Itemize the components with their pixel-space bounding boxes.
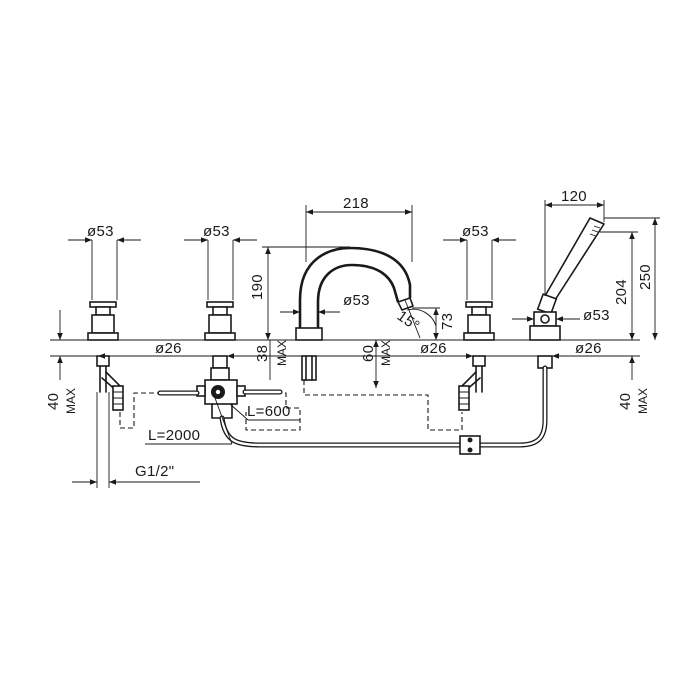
label-height-204: 204 xyxy=(613,279,630,305)
label-height-73: 73 xyxy=(439,313,456,330)
diverter-valve xyxy=(196,301,246,419)
label-width-120: 120 xyxy=(561,188,587,205)
label-angle-15: 15° xyxy=(394,307,423,334)
label-depth-40-right: 40 xyxy=(617,393,634,410)
label-max-38: MAX xyxy=(275,340,289,366)
label-dia26-mid: ø26 xyxy=(420,340,447,357)
hand-shower xyxy=(529,217,605,369)
label-dia53-shower: ø53 xyxy=(583,307,610,324)
label-dia26-left: ø26 xyxy=(155,340,182,357)
label-thread: G1/2" xyxy=(135,463,174,480)
deck-line xyxy=(50,339,640,357)
label-depth-38: 38 xyxy=(254,345,271,362)
label-dia53-left: ø53 xyxy=(87,223,114,240)
label-hose-600: L=600 xyxy=(247,403,291,420)
flex-hose xyxy=(157,365,548,455)
label-height-190: 190 xyxy=(249,274,266,300)
central-spout xyxy=(295,246,437,381)
supply-hoses xyxy=(119,380,463,431)
label-depth-60: 60 xyxy=(360,345,377,362)
label-dia53-second: ø53 xyxy=(203,223,230,240)
label-hose-2000: L=2000 xyxy=(148,427,200,444)
label-width-218: 218 xyxy=(343,195,369,212)
right-valve xyxy=(458,301,495,411)
dimension-labels: ø53 ø53 ø53 218 120 190 ø53 15° 73 204 2… xyxy=(45,188,654,480)
label-dia53-right: ø53 xyxy=(462,223,489,240)
label-height-250: 250 xyxy=(637,264,654,290)
label-max-40-right: MAX xyxy=(636,388,650,414)
label-dia53-spout: ø53 xyxy=(343,292,370,309)
label-depth-40-left: 40 xyxy=(45,393,62,410)
label-max-60: MAX xyxy=(379,340,393,366)
dimension-lines xyxy=(57,200,660,488)
label-max-40-left: MAX xyxy=(64,388,78,414)
label-dia26-right: ø26 xyxy=(575,340,602,357)
